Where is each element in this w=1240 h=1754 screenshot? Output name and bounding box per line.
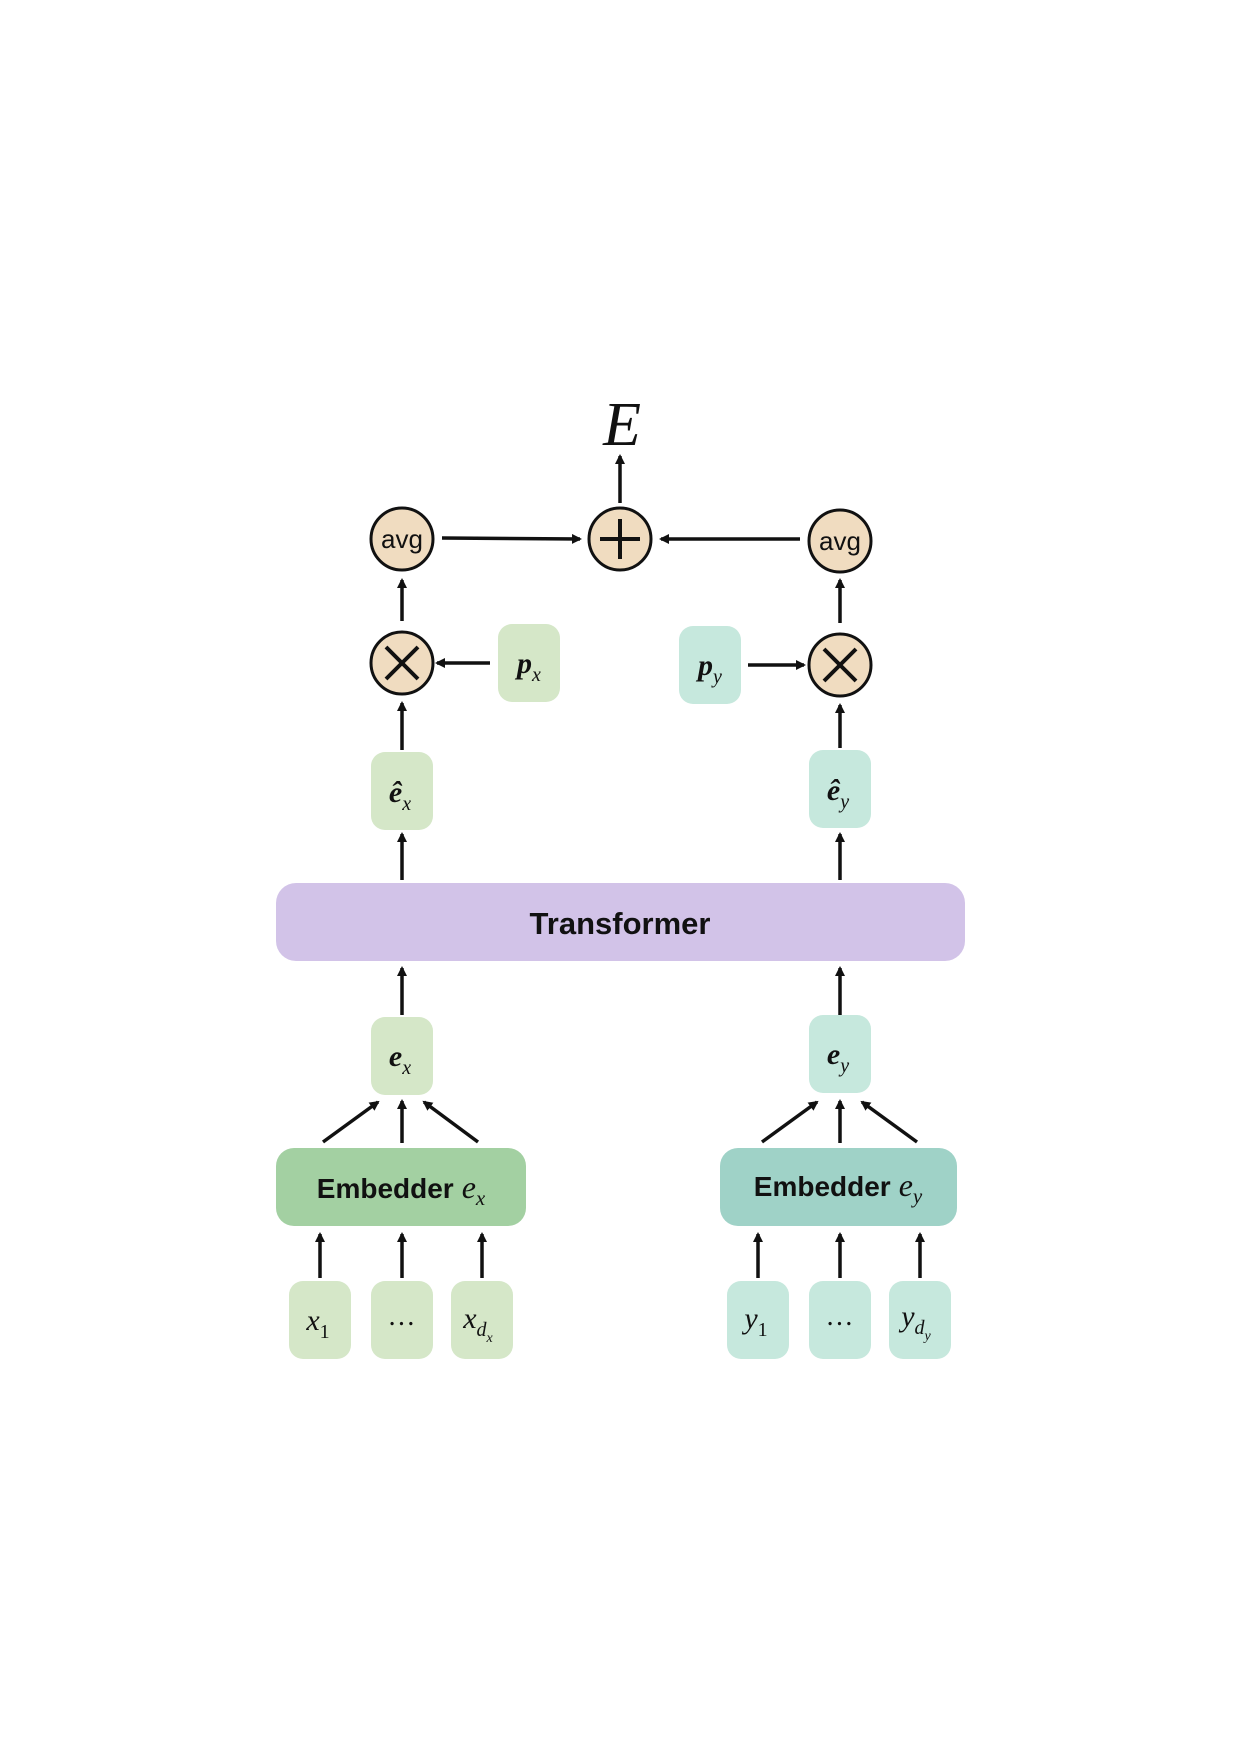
svg-text:ey: ey <box>827 1038 849 1077</box>
py-sub: y <box>711 666 722 688</box>
y-input-ellipsis-text: … <box>828 1301 853 1332</box>
y-input-1: y1 <box>727 1281 789 1359</box>
arrow-embedder-y-right <box>860 1100 919 1144</box>
y-input-box <box>889 1281 951 1359</box>
multiply-node-right <box>807 632 873 698</box>
transformer-block: Transformer <box>276 883 965 961</box>
svg-text:y1: y1 <box>741 1302 767 1341</box>
avg-label-right: avg <box>819 526 861 556</box>
svg-text:ydy: ydy <box>898 1300 931 1344</box>
times-icon-b <box>384 645 420 681</box>
y-input-sub: d <box>915 1317 926 1339</box>
ex-sub: x <box>401 1057 411 1079</box>
arrow-embedder-x-right <box>422 1100 480 1144</box>
transformer-label: Transformer <box>530 906 711 941</box>
svg-text:xdx: xdx <box>462 1302 493 1346</box>
x-input-box <box>371 1281 433 1359</box>
avg-node-left: avg <box>369 506 435 572</box>
arrows <box>315 454 925 1278</box>
transformer-box <box>276 883 965 961</box>
px-box <box>498 624 560 702</box>
x-input-base: x <box>462 1302 477 1335</box>
ehat-y-box <box>809 750 871 828</box>
ey-node: ey <box>809 1015 871 1093</box>
px-base: p <box>514 647 532 680</box>
embedder-x-block: Embedder ex <box>276 1148 526 1226</box>
y-input-box <box>727 1281 789 1359</box>
ehat-y-base: ê <box>827 774 841 807</box>
y-input-ellipsis: … <box>809 1281 871 1359</box>
x-input-base: x <box>305 1304 320 1337</box>
sum-node <box>587 506 653 572</box>
x-input-d: xdx <box>451 1281 513 1359</box>
svg-text:êy: êy <box>827 774 849 813</box>
ey-base: e <box>827 1038 840 1071</box>
px-node: px <box>498 624 560 702</box>
x-input-ellipsis: … <box>371 1281 433 1359</box>
svg-text:x1: x1 <box>305 1304 329 1343</box>
y-input-base: y <box>741 1302 758 1335</box>
ehat-x-sub: x <box>401 793 411 815</box>
py-node: py <box>679 626 741 704</box>
output-energy-label: E <box>602 391 641 459</box>
svg-text:êx: êx <box>389 776 411 815</box>
embedder-y-symbol-sub: y <box>911 1184 923 1208</box>
ehat-x-box <box>371 752 433 830</box>
arrow-embedder-x-left <box>321 1100 380 1144</box>
svg-text:ex: ex <box>389 1040 411 1079</box>
ey-sub: y <box>838 1055 849 1077</box>
x-input-box <box>289 1281 351 1359</box>
svg-text:py: py <box>695 649 722 688</box>
embedder-x-box <box>276 1148 526 1226</box>
embedder-y-symbol: e <box>899 1167 913 1203</box>
avg-node-right: avg <box>807 508 873 574</box>
ey-box <box>809 1015 871 1093</box>
embedder-y-box <box>720 1148 957 1226</box>
embedder-x-symbol-sub: x <box>475 1186 486 1210</box>
times-icon-b <box>822 647 858 683</box>
ehat-x-base: ê <box>389 776 403 809</box>
ehat-x-node: êx <box>371 752 433 830</box>
embedder-y-label: Embedder <box>754 1171 891 1202</box>
py-box <box>679 626 741 704</box>
avg-circle-right <box>807 508 873 574</box>
ex-box <box>371 1017 433 1095</box>
y-input-sub: 1 <box>758 1319 768 1341</box>
embedder-x-label: Embedder <box>317 1173 454 1204</box>
embedder-x-symbol: e <box>462 1169 476 1205</box>
ehat-y-sub: y <box>838 791 849 813</box>
ehat-y-node: êy <box>809 750 871 828</box>
y-input-subsub: y <box>923 1329 932 1344</box>
x-input-ellipsis-text: … <box>390 1301 415 1332</box>
y-input-box <box>809 1281 871 1359</box>
multiply-node-left <box>369 630 435 696</box>
ex-node: ex <box>371 1017 433 1095</box>
x-input-subsub: x <box>486 1331 494 1346</box>
x-input-sub: d <box>477 1319 488 1341</box>
x-input-box <box>451 1281 513 1359</box>
x-input-sub: 1 <box>320 1321 330 1343</box>
avg-label-left: avg <box>381 524 423 554</box>
y-input-base: y <box>898 1300 915 1333</box>
ex-base: e <box>389 1040 402 1073</box>
arrow-embedder-y-left <box>760 1100 819 1144</box>
avg-circle-left <box>369 506 435 572</box>
svg-text:px: px <box>514 647 541 686</box>
x-input-1: x1 <box>289 1281 351 1359</box>
py-base: p <box>695 649 713 682</box>
y-input-d: ydy <box>889 1281 951 1359</box>
arrow-avg-left-to-sum <box>441 533 582 544</box>
embedder-y-block: Embedder ey <box>720 1148 957 1226</box>
px-sub: x <box>531 664 541 686</box>
